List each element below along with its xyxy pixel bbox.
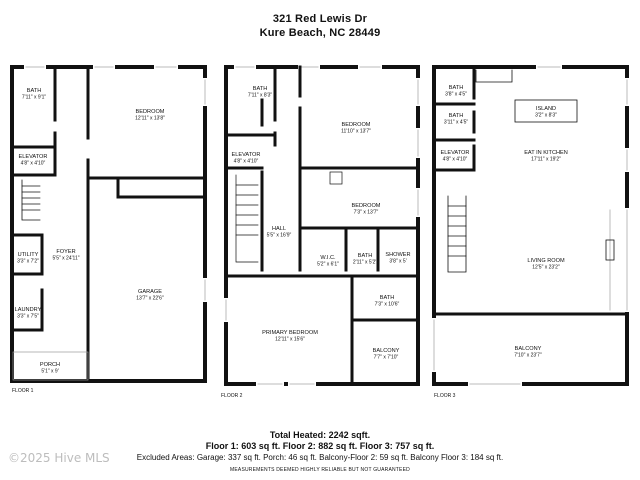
room-dimensions: 7'11" x 8'3" (248, 93, 272, 99)
room-name: ELEVATOR (232, 152, 261, 158)
floor-label: FLOOR 2 (221, 393, 243, 399)
room-name: LAUNDRY (15, 307, 42, 313)
floor-label: FLOOR 1 (12, 388, 34, 394)
total-heated: Total Heated: 2242 sqft. (269, 430, 371, 440)
room-dimensions: 5'5" x 16'9" (267, 233, 292, 239)
room-name: BATH (449, 113, 464, 119)
room-name: PORCH (40, 362, 60, 368)
room-dimensions: 3'3" x 7'5" (17, 314, 39, 320)
room-name: FOYER (56, 249, 75, 255)
room-dimensions: 12'11" x 15'6" (275, 337, 305, 343)
room-dimensions: 3'8" x 4'5" (445, 92, 467, 98)
room-name: PRIMARY BEDROOM (262, 330, 318, 336)
room-name: LIVING ROOM (527, 258, 565, 264)
floor-label: FLOOR 3 (434, 393, 456, 399)
room-name: W.I.C. (320, 255, 336, 261)
room-dimensions: 13'7" x 22'6" (136, 296, 164, 302)
room-name: BEDROOM (342, 122, 371, 128)
room-dimensions: 5'2" x 6'1" (317, 262, 339, 268)
room-name: BATH (253, 86, 268, 92)
room-dimensions: 7'3" x 13'7" (354, 210, 379, 216)
room-name: GARAGE (138, 289, 162, 295)
room-name: SHOWER (385, 252, 410, 258)
excluded-areas: Excluded Areas: Garage: 337 sq ft. Porch… (136, 453, 504, 462)
room-name: BEDROOM (136, 109, 165, 115)
room-name: ELEVATOR (19, 154, 48, 160)
floor-summary: Floor 1: 603 sq ft. Floor 2: 882 sq ft. … (205, 441, 435, 451)
room-dimensions: 2'11" x 5'2" (353, 260, 377, 266)
room-name: ELEVATOR (441, 150, 470, 156)
room-name: BATH (27, 88, 42, 94)
room-name: BEDROOM (352, 203, 381, 209)
room-dimensions: 11'10" x 13'7" (341, 129, 371, 135)
room-dimensions: 3'3" x 7'2" (17, 259, 39, 265)
watermark: ©2025 Hive MLS (8, 451, 110, 465)
floor-2-plan (224, 65, 420, 386)
room-name: UTILITY (18, 252, 39, 258)
room-dimensions: 17'11" x 19'2" (531, 157, 561, 163)
room-dimensions: 3'8" x 5' (389, 259, 406, 265)
room-dimensions: 7'11" x 9'1" (22, 95, 46, 101)
room-dimensions: 4'8" x 4'10" (234, 159, 259, 165)
room-name: BATH (358, 253, 373, 259)
room-name: BALCONY (515, 346, 542, 352)
room-name: HALL (272, 226, 286, 232)
room-dimensions: 3'2" x 8'3" (535, 113, 557, 119)
room-dimensions: 3'11" x 4'5" (444, 120, 468, 126)
disclaimer: MEASUREMENTS DEEMED HIGHLY RELIABLE BUT … (230, 467, 410, 473)
floor-1-plan (10, 65, 207, 383)
room-dimensions: 4'8" x 4'10" (21, 161, 46, 167)
room-dimensions: 5'5" x 24'11" (52, 256, 79, 262)
room-dimensions: 7'10" x 23'7" (514, 353, 542, 359)
room-dimensions: 12'5" x 23'2" (532, 265, 560, 271)
room-name: BALCONY (373, 348, 400, 354)
room-dimensions: 5'1" x 9' (41, 369, 58, 375)
room-name: ISLAND (536, 106, 556, 112)
address-line-2: Kure Beach, NC 28449 (259, 27, 381, 39)
room-dimensions: 7'3" x 10'6" (375, 302, 400, 308)
room-dimensions: 4'8" x 4'10" (443, 157, 468, 163)
room-name: BATH (380, 295, 395, 301)
floor-3-plan (432, 65, 629, 386)
room-dimensions: 12'11" x 13'8" (135, 116, 165, 122)
address-line-1: 321 Red Lewis Dr (272, 13, 368, 25)
room-dimensions: 7'7" x 7'10" (374, 355, 399, 361)
room-name: EAT IN KITCHEN (524, 150, 568, 156)
room-name: BATH (449, 85, 464, 91)
